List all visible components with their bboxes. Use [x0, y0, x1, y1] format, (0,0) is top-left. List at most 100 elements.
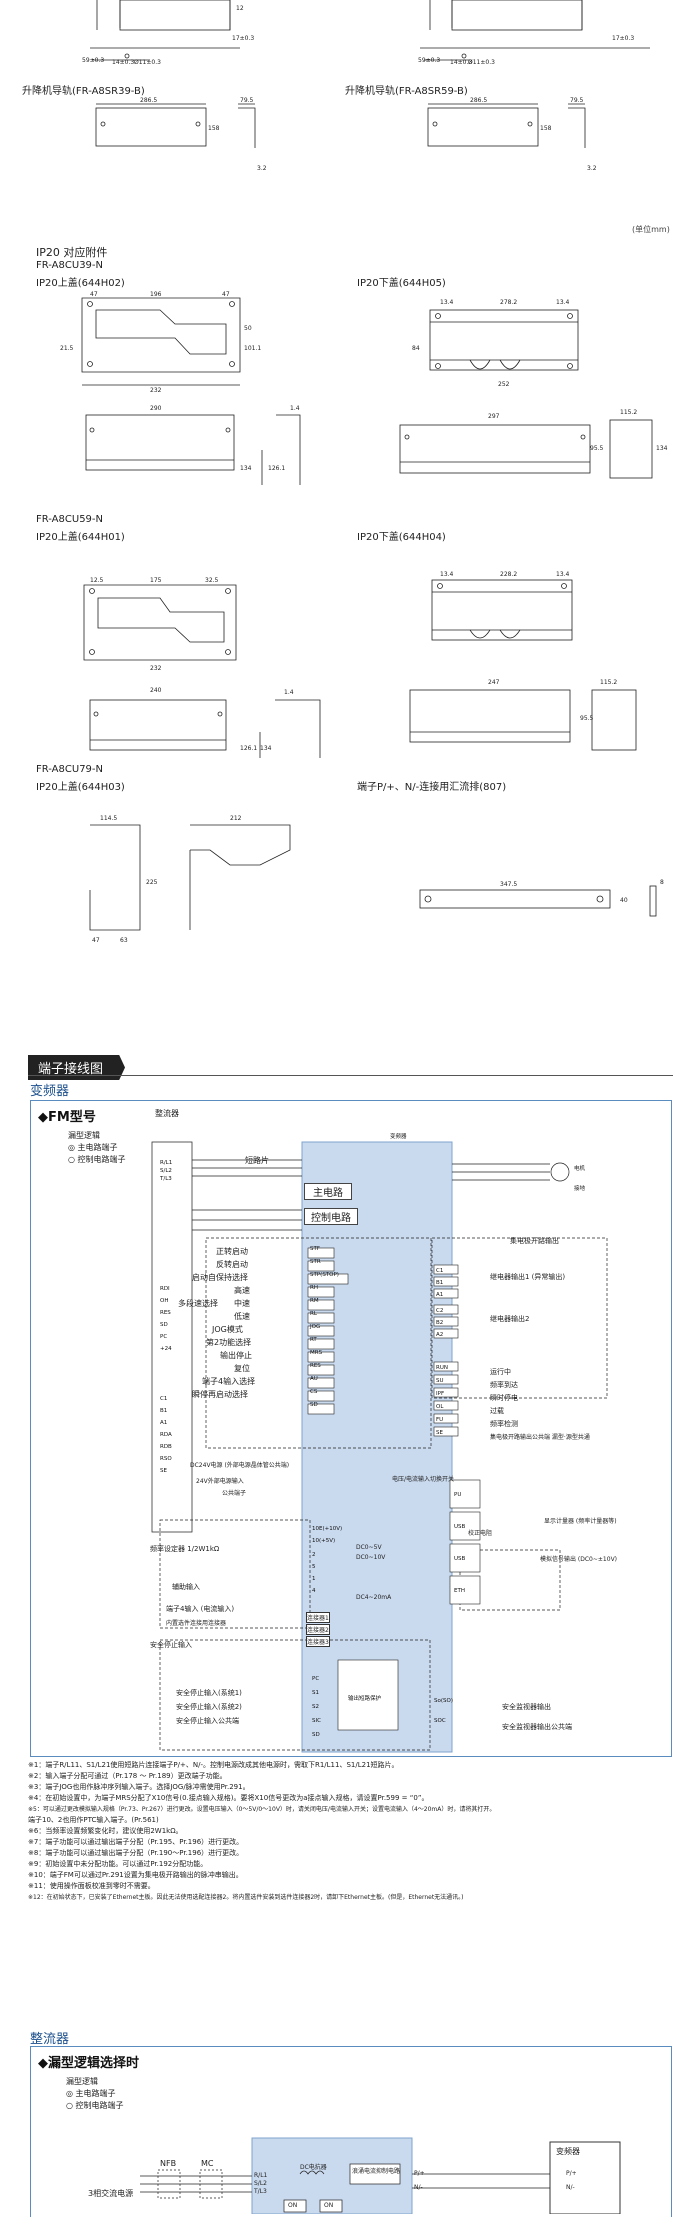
svg-text:21.5: 21.5	[60, 345, 74, 352]
note-8: ※8：端子功能可以通过输出端子分配（Pr.190～Pr.196）进行更改。	[28, 1849, 244, 1857]
input-label: 高速	[234, 1286, 250, 1295]
rect-wiring-diagram	[140, 2137, 621, 2214]
svg-text:MRS: MRS	[310, 1350, 323, 1356]
inv-terminal-p: P/+	[566, 2170, 577, 2177]
svg-text:C1: C1	[160, 1396, 167, 1402]
svg-text:84: 84	[412, 345, 420, 352]
svg-text:240: 240	[150, 687, 162, 694]
main-circuit-label: 主电路	[304, 1183, 352, 1200]
svg-text:变频器: 变频器	[390, 1132, 407, 1140]
svg-text:USB: USB	[454, 1556, 466, 1562]
svg-text:SD: SD	[310, 1402, 318, 1408]
note-5b: 端子10、2也用作PTC输入端子。(Pr.561)	[28, 1816, 159, 1824]
input-label: 输出停止	[220, 1351, 252, 1360]
svg-text:Ø11±0.3: Ø11±0.3	[134, 59, 161, 66]
misc-label: 24V外部电源输入	[196, 1478, 244, 1485]
note-1: ※1：端子R/L11、S1/L21使用短路片连接端子P/+、N/-。控制电源改成…	[28, 1761, 399, 1769]
svg-text:S1: S1	[312, 1690, 319, 1696]
note-4: ※4：在初始设置中，为端子MRS分配了X10信号(0.接点输入规格)。要将X10…	[28, 1794, 429, 1802]
relay-label: 瞬时停电	[490, 1394, 518, 1402]
analog-label: DC0~5V	[356, 1544, 382, 1551]
rect-terminal-r: R/L1	[254, 2172, 268, 2179]
relay-label: 频率检测	[490, 1420, 518, 1428]
svg-text:3.2: 3.2	[257, 165, 267, 172]
svg-text:59±0.3: 59±0.3	[82, 57, 104, 64]
input-label: JOG模式	[212, 1325, 243, 1334]
svg-text:B2: B2	[436, 1320, 443, 1326]
rect-main-legend: ◎ 主电路端子	[66, 2089, 116, 2098]
svg-text:OL: OL	[436, 1404, 444, 1410]
svg-text:SD: SD	[160, 1322, 168, 1328]
misc-label: 电压/电流输入切换开关	[392, 1476, 455, 1483]
svg-text:+24: +24	[160, 1346, 172, 1352]
svg-text:252: 252	[498, 381, 510, 388]
svg-text:电机: 电机	[574, 1164, 586, 1172]
svg-text:95.5: 95.5	[590, 445, 604, 452]
svg-text:PU: PU	[454, 1492, 461, 1498]
u39-top-label: IP20上盖(644H02)	[36, 278, 125, 289]
svg-text:SE: SE	[160, 1468, 167, 1474]
svg-text:79.5: 79.5	[570, 97, 584, 104]
svg-text:12.5: 12.5	[90, 577, 104, 584]
rect-terminal-p: P/+	[414, 2170, 425, 2177]
svg-text:50: 50	[244, 325, 252, 332]
svg-text:134: 134	[260, 745, 272, 752]
on-label-2: ON	[324, 2202, 334, 2209]
svg-text:40: 40	[620, 897, 628, 904]
svg-text:STF: STF	[310, 1246, 320, 1252]
svg-text:4: 4	[312, 1588, 316, 1594]
input-label: 复位	[234, 1364, 250, 1373]
svg-text:286.5: 286.5	[140, 97, 157, 104]
svg-text:115.2: 115.2	[620, 409, 637, 416]
svg-text:RDI: RDI	[160, 1286, 170, 1292]
note-12: ※12：在初始状态下，已安装了Ethernet主板。因此无法使用选配连接器2。将…	[28, 1894, 464, 1901]
rect-inverter-label: 变频器	[556, 2147, 580, 2156]
relay-label: 运行中	[490, 1368, 511, 1376]
analog-label: 频率设定器 1/2W1kΩ	[150, 1545, 220, 1553]
ip20-title: IP20 对应附件	[36, 246, 108, 259]
svg-text:输出短路保护: 输出短路保护	[348, 1694, 382, 1702]
u39-bottom-label: IP20下盖(644H05)	[357, 278, 446, 289]
svg-text:115.2: 115.2	[600, 679, 617, 686]
input-label: 端子4输入选择	[202, 1377, 256, 1386]
svg-text:232: 232	[150, 387, 162, 394]
analog-label: 模拟信号输出 (DC0~±10V)	[540, 1556, 618, 1563]
relay-label: 继电器输出2	[490, 1315, 530, 1323]
svg-text:SE: SE	[436, 1430, 443, 1436]
safety-label: 安全停止输入	[150, 1641, 192, 1649]
svg-text:R/L1: R/L1	[160, 1160, 172, 1166]
note-5: ※5：可以通过更改模拟输入规格（Pr.73、Pr.267）进行更改。设置电压输入…	[28, 1806, 496, 1813]
relay-label: 过载	[490, 1407, 504, 1415]
relay-label: 继电器输出1 (异常输出)	[490, 1273, 566, 1281]
svg-text:B1: B1	[160, 1408, 167, 1414]
svg-text:14±0.3: 14±0.3	[112, 59, 134, 66]
mc-label: MC	[201, 2159, 214, 2168]
svg-text:STR: STR	[310, 1259, 321, 1265]
safety-label: 安全停止输入公共端	[176, 1717, 239, 1725]
svg-text:PC: PC	[160, 1334, 167, 1340]
svg-text:12: 12	[236, 5, 244, 12]
fm-diagram-box	[30, 1100, 672, 1757]
analog-label: DC0~10V	[356, 1554, 386, 1561]
sink-logic: 漏型逻辑	[68, 1131, 100, 1140]
misc-label: DC24V电源 (外部电源晶体管公共端)	[190, 1462, 290, 1469]
svg-text:RES: RES	[160, 1310, 171, 1316]
svg-text:196: 196	[150, 291, 162, 298]
svg-text:IPF: IPF	[436, 1391, 444, 1397]
svg-text:SU: SU	[436, 1378, 444, 1384]
wiring-section-title: 端子接线图	[28, 1055, 126, 1080]
svg-text:RDA: RDA	[160, 1432, 172, 1438]
svg-text:RES: RES	[310, 1363, 321, 1369]
svg-text:79.5: 79.5	[240, 97, 254, 104]
svg-text:290: 290	[150, 405, 162, 412]
svg-text:13.4: 13.4	[556, 571, 570, 578]
svg-text:RUN: RUN	[436, 1365, 448, 1371]
svg-text:126.1: 126.1	[240, 745, 257, 752]
svg-text:286.5: 286.5	[470, 97, 487, 104]
svg-text:RM: RM	[310, 1298, 319, 1304]
svg-text:RL: RL	[310, 1311, 318, 1317]
relay-label: 集电极开路输出	[510, 1237, 559, 1245]
u59-top-label: IP20上盖(644H01)	[36, 532, 125, 543]
rectifier-box-label: 整流器	[155, 1109, 179, 1118]
